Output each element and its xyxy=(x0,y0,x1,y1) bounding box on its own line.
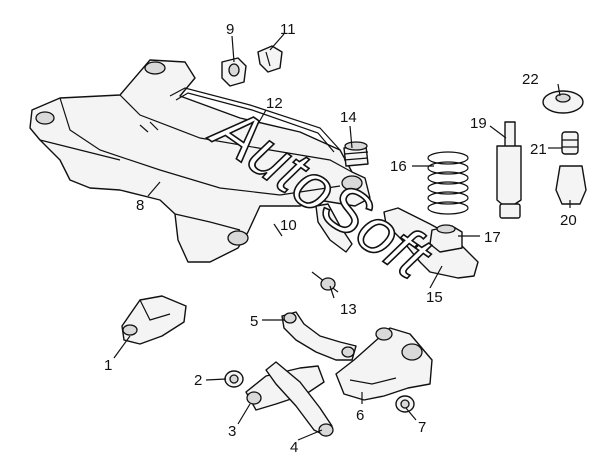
callout-15: 15 xyxy=(426,289,443,306)
callout-11: 11 xyxy=(280,21,296,38)
callout-2: 2 xyxy=(194,372,202,389)
control-arm-15 xyxy=(383,207,479,279)
shock-absorber-19 xyxy=(496,121,522,219)
upper-arm-5 xyxy=(281,311,357,361)
clamp-11 xyxy=(257,45,283,73)
callout-4: 4 xyxy=(290,439,298,456)
callout-22: 22 xyxy=(522,71,539,88)
callout-20: 20 xyxy=(560,212,577,229)
callout-8: 8 xyxy=(136,197,144,214)
callout-3: 3 xyxy=(228,423,236,440)
cross-brace xyxy=(169,87,341,153)
callout-5: 5 xyxy=(250,313,258,330)
callout-1: 1 xyxy=(104,357,112,374)
bolt-13 xyxy=(311,271,339,293)
callout-13: 13 xyxy=(340,301,357,318)
lateral-link-4 xyxy=(265,361,334,437)
differential-mount-1 xyxy=(121,295,187,345)
bush-7 xyxy=(395,395,415,413)
coil-spring-16 xyxy=(427,151,469,215)
rear-subframe xyxy=(29,59,371,263)
wheel-knuckle-6 xyxy=(335,327,433,401)
callout-12: 12 xyxy=(266,95,283,112)
callout-17: 17 xyxy=(484,229,501,246)
dust-boot-20 xyxy=(555,165,587,205)
callout-7: 7 xyxy=(418,419,426,436)
callout-19: 19 xyxy=(470,115,487,132)
bushing-9 xyxy=(221,57,247,87)
callout-6: 6 xyxy=(356,407,364,424)
bump-stop-21 xyxy=(561,131,579,155)
callout-9: 9 xyxy=(226,21,234,38)
callout-16: 16 xyxy=(390,158,407,175)
callout-numbers: 1 2 3 4 5 6 7 8 9 10 11 12 13 14 15 16 1… xyxy=(104,21,577,456)
leader-lines xyxy=(113,33,571,441)
top-mount-22 xyxy=(542,90,584,114)
bush-2 xyxy=(224,370,244,388)
bump-stop-14 xyxy=(343,141,369,167)
callout-10: 10 xyxy=(280,217,297,234)
callout-14: 14 xyxy=(340,109,357,126)
callout-21: 21 xyxy=(530,141,547,158)
link-10 xyxy=(315,203,353,253)
